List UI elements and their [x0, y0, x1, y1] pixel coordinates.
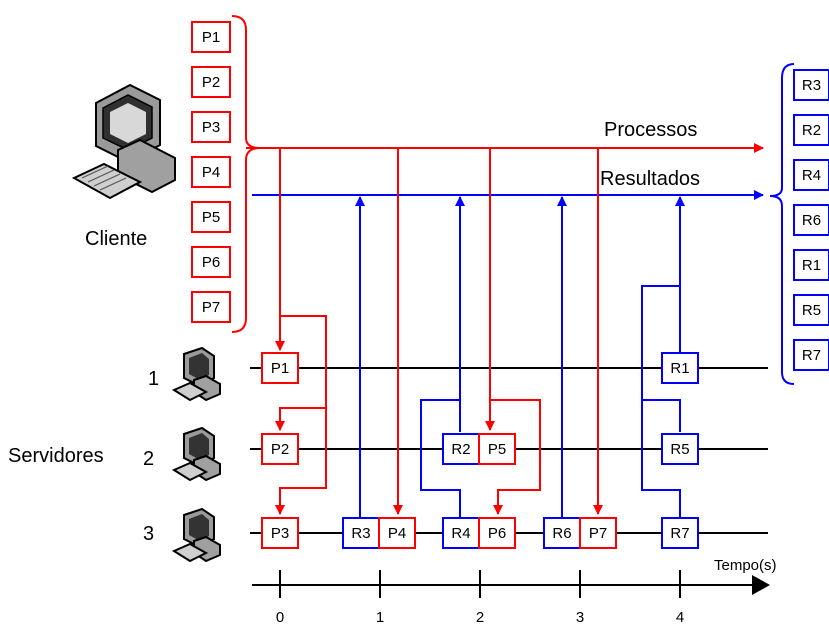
task-box: R7 [661, 517, 699, 549]
task-box: R2 [442, 433, 480, 465]
svg-text:R7: R7 [670, 525, 689, 542]
svg-text:R2: R2 [451, 441, 470, 458]
svg-text:P7: P7 [202, 299, 220, 316]
time-ticks: 0 1 2 3 4 [276, 570, 684, 626]
svg-text:R6: R6 [552, 525, 571, 542]
dispatch-p3 [275, 408, 327, 515]
task-box: P2 [261, 433, 299, 465]
task-box: R3 [342, 517, 380, 549]
client-queue-item: P6 [191, 246, 231, 278]
client-label: Cliente [85, 228, 147, 250]
svg-text:P1: P1 [202, 29, 220, 46]
svg-text:R4: R4 [451, 525, 470, 542]
task-box: P6 [478, 517, 516, 549]
time-tick-label: 2 [476, 609, 484, 626]
svg-text:R1: R1 [802, 257, 821, 274]
svg-text:R4: R4 [802, 167, 821, 184]
svg-text:R1: R1 [670, 360, 689, 377]
time-axis-label: Tempo(s) [714, 557, 777, 574]
svg-text:R3: R3 [802, 77, 821, 94]
svg-text:P4: P4 [388, 525, 406, 542]
server-2-label: 2 [143, 448, 154, 470]
task-box: P5 [478, 433, 516, 465]
svg-text:R6: R6 [802, 212, 821, 229]
task-box: P7 [579, 517, 617, 549]
server-computer-icon [171, 426, 221, 482]
server-3-label: 3 [143, 523, 154, 545]
svg-text:R5: R5 [670, 441, 689, 458]
task-box: R4 [442, 517, 480, 549]
svg-text:P4: P4 [202, 164, 220, 181]
task-box: P3 [261, 517, 299, 549]
time-tick-label: 1 [376, 609, 384, 626]
processes-label: Processos [604, 119, 697, 141]
svg-text:P6: P6 [202, 254, 220, 271]
svg-text:P1: P1 [271, 360, 289, 377]
process-dispatch-lines [275, 148, 603, 515]
svg-text:R3: R3 [351, 525, 370, 542]
time-tick-label: 3 [576, 609, 584, 626]
task-box: R5 [661, 433, 699, 465]
task-box: R6 [543, 517, 581, 549]
time-axis: Tempo(s) [252, 557, 777, 595]
dispatch-p6 [490, 399, 541, 515]
result-return-lines [355, 196, 685, 517]
svg-text:P6: P6 [488, 525, 506, 542]
client-queue-item: P2 [191, 66, 231, 98]
svg-text:P7: P7 [589, 525, 607, 542]
client-queue-item: P7 [191, 291, 231, 323]
time-tick-label: 4 [676, 609, 684, 626]
server-computer-icon [171, 507, 221, 563]
client-queue-item: P4 [191, 156, 231, 188]
result-queue-item: R6 [793, 204, 829, 236]
client-queue-bracket [231, 15, 261, 333]
svg-text:P2: P2 [271, 441, 289, 458]
time-tick-label: 0 [276, 609, 284, 626]
server-1-label: 1 [148, 368, 159, 390]
svg-text:P2: P2 [202, 74, 220, 91]
result-queue-bracket [769, 63, 795, 385]
result-queue-item: R5 [793, 294, 829, 326]
svg-text:P5: P5 [488, 441, 506, 458]
svg-text:R5: R5 [802, 302, 821, 319]
task-box: P1 [261, 352, 299, 384]
svg-text:P5: P5 [202, 209, 220, 226]
server-computer-icon [171, 346, 221, 402]
svg-text:R7: R7 [802, 347, 821, 364]
desktop-computer-icon [71, 83, 176, 200]
svg-text:R2: R2 [802, 122, 821, 139]
task-box: P4 [378, 517, 416, 549]
client-queue-item: P1 [191, 21, 231, 53]
result-queue-item: R2 [793, 114, 829, 146]
results-label: Resultados [600, 168, 700, 190]
result-queue-item: R3 [793, 69, 829, 101]
result-queue-item: R1 [793, 249, 829, 281]
client-queue-item: P5 [191, 201, 231, 233]
task-box: R1 [661, 352, 699, 384]
svg-text:P3: P3 [202, 119, 220, 136]
result-queue-item: R7 [793, 339, 829, 371]
servers-label: Servidores [8, 445, 104, 467]
client-queue-item: P3 [191, 111, 231, 143]
result-queue-item: R4 [793, 159, 829, 191]
svg-text:P3: P3 [271, 525, 289, 542]
